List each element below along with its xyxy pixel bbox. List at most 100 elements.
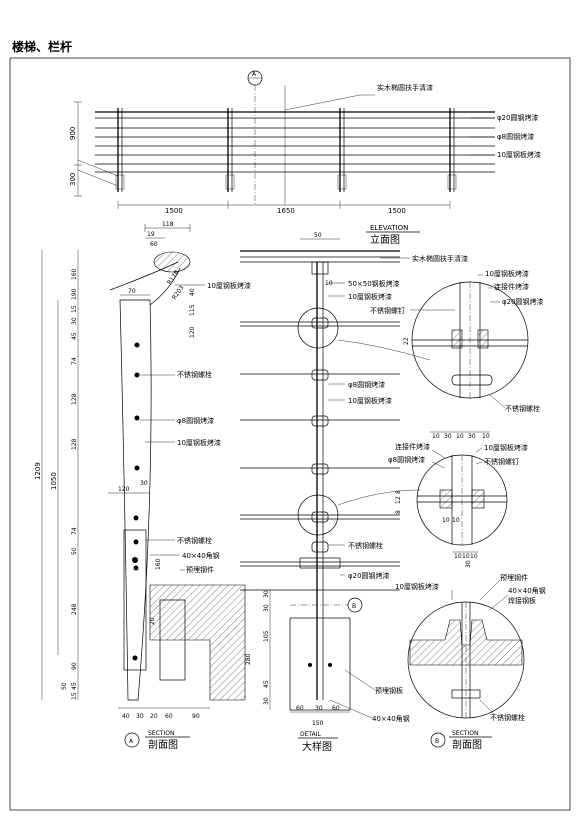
circle3-label-weld: 焊接钢板 (508, 596, 536, 605)
dim-70: 70 (128, 288, 136, 295)
svg-text:15: 15 (71, 305, 78, 313)
circle-detail-2: 连接件烤漆 φ8圆钢烤漆 10厘钢板烤漆 不锈钢螺钉 8 12 8 10 10 … (388, 442, 528, 568)
svg-text:30: 30 (71, 317, 78, 325)
circle3-marker-b (430, 732, 446, 748)
svg-text:30: 30 (263, 590, 270, 598)
dim-1500-a: 1500 (165, 207, 183, 215)
circle3-label-embed: 预埋钢件 (500, 573, 528, 582)
detail-label-bolt: 不锈钢螺栓 (348, 541, 383, 550)
detail-circle-2 (297, 494, 339, 536)
section-a-label-rod8: φ8圆钢烤漆 (177, 416, 214, 425)
circle2-dim-30: 30 (465, 560, 472, 568)
circle2-label-connector: 连接件烤漆 (395, 442, 430, 451)
detail-view: 50 实木椭圆扶手清漆 10 50×50钢板烤漆 10厘钢板烤漆 (240, 232, 468, 753)
circle1-label-connector: 连接件烤漆 (494, 282, 529, 291)
section-a-label-bolt1: 不锈钢螺栓 (177, 370, 212, 379)
dim-300: 300 (69, 173, 77, 186)
sheet-border (9, 57, 571, 811)
dim-160: 160 (155, 558, 162, 570)
label-rod8: φ8圆钢烤漆 (497, 132, 534, 141)
detail-base-plate (289, 617, 351, 711)
section-a-label-plate10b: 10厘钢板烤漆 (177, 438, 221, 447)
circle1-label-rod20: φ20圆钢烤漆 (502, 297, 544, 306)
circle-detail-1: 10厘钢板烤漆 连接件烤漆 不锈钢螺钉 φ20圆钢烤漆 不锈钢螺栓 22 10 … (370, 269, 544, 440)
svg-text:10: 10 (482, 433, 490, 440)
detail-bottom-dims: 60 30 60 (296, 705, 340, 712)
elevation-posts (115, 108, 457, 192)
dim-115-right: 115 (189, 304, 196, 316)
section-a-label-bolt2: 不锈钢螺栓 (177, 536, 212, 545)
dim-1650: 1650 (277, 207, 295, 215)
circle3-caption-en: SECTION (452, 730, 478, 737)
svg-text:105: 105 (263, 630, 270, 642)
svg-text:30: 30 (263, 697, 270, 705)
circle1-label-plate10: 10厘钢板烤漆 (485, 269, 529, 278)
detail-label-angle: 40×40角钢 (372, 714, 410, 723)
detail-label-tube: 50×50钢板烤漆 (348, 279, 400, 288)
circle-detail-3: 10厘钢板烤漆 预埋钢件 40×40角钢 焊接钢板 不锈钢螺栓 B SECTIO… (395, 573, 546, 751)
svg-text:10: 10 (452, 517, 460, 524)
detail-label-rod20: φ20圆钢烤漆 (348, 571, 390, 580)
circle2-bottom-dims: 10 10 10 (454, 553, 478, 560)
svg-text:160: 160 (71, 268, 78, 280)
dim-120-horiz: 120 (118, 486, 130, 493)
svg-text:30: 30 (136, 713, 144, 720)
handrail-section (153, 251, 191, 273)
detail-label-embedplate: 预埋钢板 (375, 686, 403, 695)
dim-20-v: 20 (149, 617, 156, 625)
dim-60: 60 (150, 241, 158, 248)
detail-caption-en: DETAIL (300, 731, 321, 738)
radius-r203: R203 (171, 284, 186, 301)
concrete-hatch-a (149, 584, 246, 701)
lower-plate (123, 529, 147, 671)
label-rod20: φ20圆钢烤漆 (497, 113, 539, 122)
circle1-label-screw: 不锈钢螺钉 (370, 306, 405, 315)
circle3-label-plate10: 10厘钢板烤漆 (395, 582, 439, 591)
circle2-left-dims: 8 12 8 (395, 490, 402, 514)
svg-text:30: 30 (315, 705, 323, 712)
svg-text:74: 74 (71, 527, 78, 535)
svg-text:45: 45 (71, 332, 78, 340)
svg-text:12: 12 (395, 496, 402, 504)
detail-left-dims: 30 30 105 280 45 30 (245, 590, 270, 705)
svg-text:50: 50 (71, 547, 78, 555)
section-a-label-angle: 40×40角钢 (182, 551, 220, 560)
section-marker-a-top-label: A (252, 71, 257, 78)
section-a-marker-label: A (129, 738, 134, 745)
detail-dim-50: 50 (314, 232, 322, 239)
detail-label-rod8: φ8圆钢烤漆 (348, 380, 385, 389)
label-plate10: 10厘钢板烤漆 (497, 150, 541, 159)
svg-text:74: 74 (71, 357, 78, 365)
detail-dim-150: 150 (312, 720, 324, 727)
svg-text:60: 60 (296, 705, 304, 712)
svg-text:128: 128 (71, 438, 78, 450)
section-a-view: 118 19 60 R178 R203 70 1209 1050 (34, 221, 251, 751)
svg-text:10: 10 (432, 433, 440, 440)
svg-text:10: 10 (456, 433, 464, 440)
svg-text:20: 20 (150, 713, 158, 720)
svg-text:15: 15 (71, 692, 78, 700)
label-handrail: 实木椭圆扶手清漆 (377, 83, 433, 92)
elevation-caption-en: ELEVATION (370, 224, 408, 232)
dim-1500-b: 1500 (388, 207, 406, 215)
svg-text:8: 8 (395, 510, 402, 514)
svg-text:10: 10 (462, 553, 470, 560)
circle1-bottom-dims: 10 30 10 30 10 (432, 433, 490, 440)
dim-118: 118 (162, 221, 174, 228)
dim-19: 19 (147, 231, 155, 238)
elevation-caption-cn: 立面图 (370, 233, 400, 246)
detail-clamps (299, 317, 341, 569)
svg-text:30: 30 (444, 433, 452, 440)
section-a-bottom-dims: 40 30 20 60 90 (122, 713, 200, 720)
section-a-label-plate10: 10厘钢板烤漆 (207, 281, 251, 290)
elevation-view: A (69, 70, 541, 246)
svg-text:190: 190 (71, 288, 78, 300)
svg-text:40: 40 (122, 713, 130, 720)
tapered-plate (119, 299, 152, 701)
detail-dim-10: 10 (325, 280, 333, 287)
circle1-label-bolt: 不锈钢螺栓 (505, 404, 540, 413)
svg-text:45: 45 (71, 682, 78, 690)
svg-text:10: 10 (442, 517, 450, 524)
section-a-caption-cn: 剖面图 (148, 738, 178, 751)
